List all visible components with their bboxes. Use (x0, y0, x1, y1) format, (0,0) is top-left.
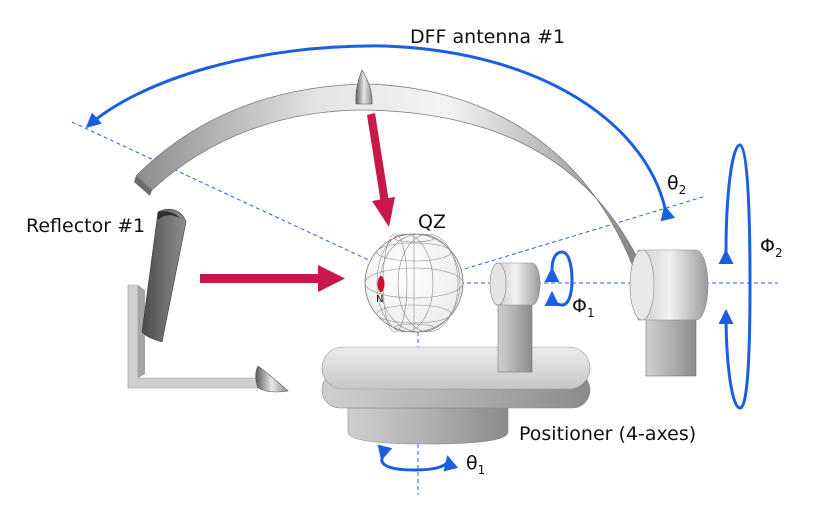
phi2-label: Φ2 (760, 235, 783, 260)
phi1-subscript: 1 (587, 306, 595, 320)
positioner-column (497, 295, 533, 373)
beam-arrow-vertical (367, 113, 395, 227)
beam-arrow-horizontal (200, 265, 345, 292)
theta2-arc-arrow (85, 44, 676, 222)
phi2-symbol: Φ (760, 235, 775, 257)
theta1-loop-arrow (377, 444, 459, 472)
axis-line-diagonal-right (417, 195, 707, 284)
phi2-drum (637, 249, 709, 321)
sphere-grid (364, 233, 464, 333)
cone-probe-icon (355, 69, 373, 105)
cone-feed-icon (255, 365, 289, 393)
antenna-label: DFF antenna #1 (410, 26, 565, 48)
theta1-label: θ1 (466, 452, 485, 477)
labels: DFF antenna #1 Reflector #1 QZ N Positio… (26, 26, 783, 477)
north-marker-label: N (376, 294, 383, 305)
phi2-motor-block (645, 313, 697, 377)
phi2-subscript: 2 (775, 246, 783, 260)
axis-line-diagonal-left (71, 121, 419, 284)
positioner-platform-top (321, 346, 591, 390)
theta1-symbol: θ (466, 452, 478, 474)
theta1-subscript: 1 (478, 463, 486, 477)
north-marker-dot (377, 276, 385, 292)
positioner-label: Positioner (4-axes) (519, 423, 696, 445)
phi1-loop-arrow (544, 250, 574, 307)
reflector-label: Reflector #1 (26, 215, 145, 237)
phi2-drum-face (629, 249, 655, 321)
theta2-label: θ2 (667, 172, 686, 197)
positioner-base-lower (347, 407, 509, 445)
theta2-subscript: 2 (679, 183, 687, 197)
theta2-symbol: θ (667, 172, 679, 194)
phi2-rotary-unit (629, 249, 709, 377)
beam-arrows (200, 113, 395, 292)
phi2-loop-arrow (718, 143, 752, 410)
phi1-drum (495, 262, 541, 306)
reflector-support-shade (138, 285, 145, 378)
positioner (321, 262, 591, 445)
qz-label: QZ (418, 211, 446, 233)
phi1-label: Φ1 (572, 295, 595, 320)
phi1-drum-face (489, 262, 507, 306)
reflector-dish (141, 209, 187, 343)
quiet-zone-sphere (364, 233, 464, 333)
phi1-symbol: Φ (572, 295, 587, 317)
reflector-assembly (127, 209, 289, 393)
motion-arrows (85, 44, 752, 472)
